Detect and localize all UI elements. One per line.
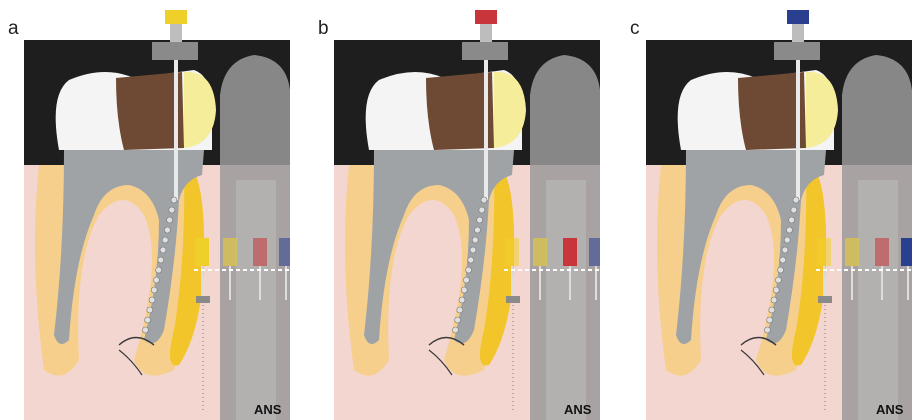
panel-label: b: [318, 18, 329, 40]
file-flute: [470, 247, 476, 253]
tooth-illustration: ANS: [24, 0, 290, 420]
panel-b: b ANS: [310, 0, 600, 420]
neighbor-root: [546, 180, 586, 420]
rubber-stop: [152, 42, 198, 60]
file-flute: [782, 247, 788, 253]
restoration: [426, 72, 494, 150]
file-icon-handle: [223, 238, 237, 266]
neighbor-root: [236, 180, 276, 420]
file-icon-handle: [505, 238, 519, 266]
panel-c: c ANS: [622, 0, 912, 420]
file-handle: [787, 10, 809, 24]
file-flute: [769, 307, 775, 313]
file-flute: [771, 297, 777, 303]
file-flute: [773, 287, 779, 293]
file-flute: [780, 257, 786, 263]
file-icon-handle: [845, 238, 859, 266]
file-flute: [459, 297, 465, 303]
panel-label: c: [630, 18, 640, 40]
panel-a: a ANS: [0, 0, 290, 420]
rubber-stop: [462, 42, 508, 60]
neighbor-root: [858, 180, 898, 420]
file-flute: [167, 217, 173, 223]
tooth-illustration: ANS: [334, 0, 600, 420]
file-flute: [789, 217, 795, 223]
panel-label: a: [8, 18, 19, 40]
file-flute: [477, 217, 483, 223]
tooth-illustration: ANS: [646, 0, 912, 420]
watermark: ANS: [876, 402, 904, 417]
file-flute: [472, 237, 478, 243]
file-icon-handle: [279, 238, 290, 266]
rubber-stop: [774, 42, 820, 60]
restoration: [738, 72, 806, 150]
file-flute: [147, 307, 153, 313]
file-neck: [480, 24, 492, 42]
file-icon-handle: [563, 238, 577, 266]
file-flute: [455, 317, 461, 323]
file-icon-handle: [817, 238, 831, 266]
restoration: [116, 72, 184, 150]
file-flute: [767, 317, 773, 323]
file-flute: [457, 307, 463, 313]
file-flute: [786, 227, 792, 233]
file-flute: [160, 247, 166, 253]
file-flute: [461, 287, 467, 293]
file-flute: [452, 327, 458, 333]
file-flute: [784, 237, 790, 243]
file-flute: [142, 327, 148, 333]
file-flute: [481, 197, 487, 203]
file-flute: [169, 207, 175, 213]
file-flute: [468, 257, 474, 263]
mini-stopper: [196, 296, 210, 303]
mini-stopper: [818, 296, 832, 303]
file-flute: [764, 327, 770, 333]
file-flute: [149, 297, 155, 303]
file-flute: [164, 227, 170, 233]
watermark: ANS: [564, 402, 592, 417]
file-handle: [475, 10, 497, 24]
file-neck: [170, 24, 182, 42]
watermark: ANS: [254, 402, 282, 417]
file-icon-handle: [195, 238, 209, 266]
file-flute: [474, 227, 480, 233]
file-handle: [165, 10, 187, 24]
file-icon-handle: [875, 238, 889, 266]
file-icon-handle: [253, 238, 267, 266]
file-flute: [171, 197, 177, 203]
file-icon-handle: [901, 238, 912, 266]
mini-stopper: [506, 296, 520, 303]
file-flute: [156, 267, 162, 273]
file-icon-handle: [589, 238, 600, 266]
file-flute: [153, 277, 159, 283]
file-flute: [463, 277, 469, 283]
file-flute: [466, 267, 472, 273]
file-flute: [162, 237, 168, 243]
file-flute: [791, 207, 797, 213]
file-flute: [158, 257, 164, 263]
file-neck: [792, 24, 804, 42]
file-flute: [145, 317, 151, 323]
file-flute: [479, 207, 485, 213]
file-flute: [775, 277, 781, 283]
file-flute: [151, 287, 157, 293]
file-flute: [778, 267, 784, 273]
file-icon-handle: [533, 238, 547, 266]
file-flute: [793, 197, 799, 203]
